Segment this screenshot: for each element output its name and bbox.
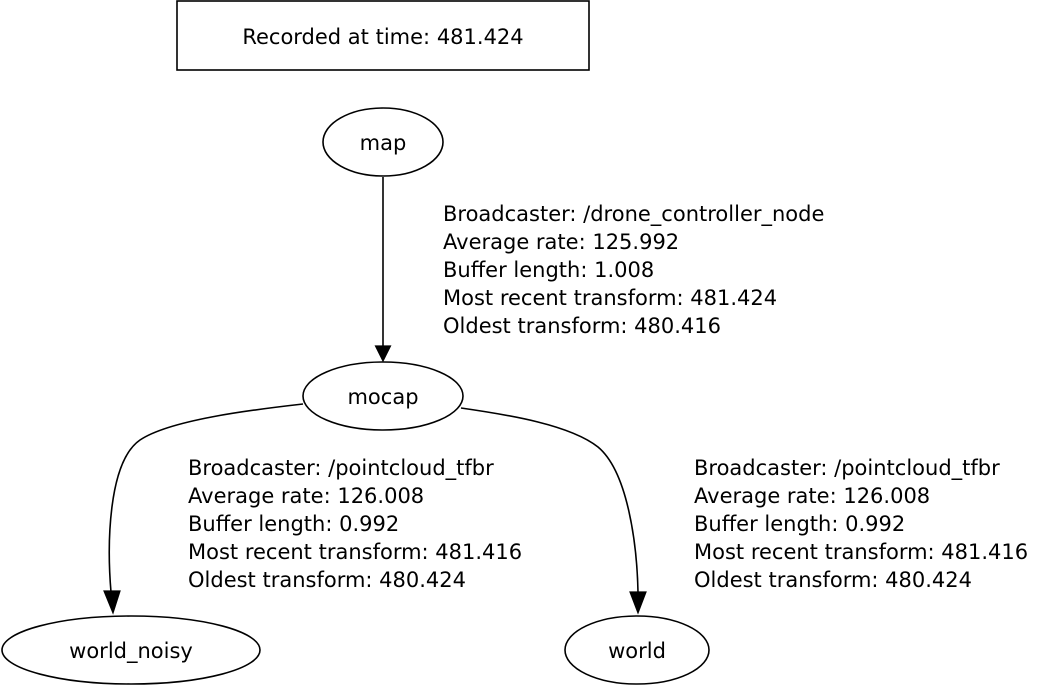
oldest-transform-line: Oldest transform: 480.424 xyxy=(188,568,466,592)
edge-map-to-mocap xyxy=(374,177,392,363)
buffer-length-line: Buffer length: 0.992 xyxy=(188,512,399,536)
edge-label-map-to-mocap: Broadcaster: /drone_controller_node Aver… xyxy=(443,202,824,338)
average-rate-line: Average rate: 125.992 xyxy=(443,230,679,254)
node-mocap[interactable]: mocap xyxy=(302,361,464,431)
node-world[interactable]: world xyxy=(564,615,710,685)
oldest-transform-line: Oldest transform: 480.424 xyxy=(694,568,972,592)
recorded-time-label: Recorded at time xyxy=(242,25,423,49)
arrowhead xyxy=(374,345,392,363)
arrowhead xyxy=(103,590,121,615)
broadcaster-line: Broadcaster: /pointcloud_tfbr xyxy=(188,456,494,481)
most-recent-transform-line: Most recent transform: 481.424 xyxy=(443,286,777,310)
most-recent-transform-line: Most recent transform: 481.416 xyxy=(188,540,522,564)
buffer-length-line: Buffer length: 0.992 xyxy=(694,512,905,536)
node-world-noisy[interactable]: world_noisy xyxy=(1,615,261,685)
node-label: world_noisy xyxy=(69,639,193,664)
average-rate-line: Average rate: 126.008 xyxy=(188,484,424,508)
oldest-transform-line: Oldest transform: 480.416 xyxy=(443,314,721,338)
node-label: world xyxy=(608,639,666,663)
buffer-length-line: Buffer length: 1.008 xyxy=(443,258,654,282)
arrowhead xyxy=(629,591,647,615)
node-label: mocap xyxy=(347,385,418,409)
broadcaster-line: Broadcaster: /pointcloud_tfbr xyxy=(694,456,1000,481)
node-label: map xyxy=(360,131,407,155)
edge-label-mocap-to-world: Broadcaster: /pointcloud_tfbr Average ra… xyxy=(694,456,1028,592)
recorded-time-text: Recorded at time: 481.424 xyxy=(242,25,523,49)
average-rate-line: Average rate: 126.008 xyxy=(694,484,930,508)
edge-mocap-to-world-noisy xyxy=(103,403,304,615)
most-recent-transform-line: Most recent transform: 481.416 xyxy=(694,540,1028,564)
recorded-time-value: 481.424 xyxy=(437,25,524,49)
edge-mocap-to-world xyxy=(460,407,647,615)
edge-label-mocap-to-world-noisy: Broadcaster: /pointcloud_tfbr Average ra… xyxy=(188,456,522,592)
broadcaster-line: Broadcaster: /drone_controller_node xyxy=(443,202,824,227)
node-map[interactable]: map xyxy=(322,107,444,177)
recorded-time-box: Recorded at time: 481.424 xyxy=(176,0,590,71)
